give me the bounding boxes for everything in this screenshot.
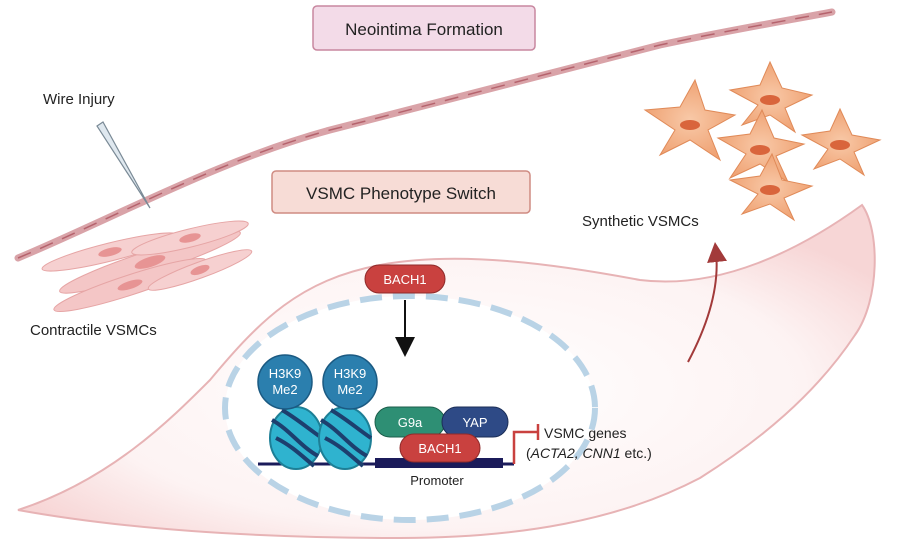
histone-mark-2-line2: Me2 <box>337 382 362 397</box>
bach1-top-label: BACH1 <box>383 272 426 287</box>
synthetic-vsmcs-label: Synthetic VSMCs <box>582 213 699 230</box>
yap-pill: YAP <box>441 406 509 438</box>
wire-needle-icon <box>96 121 151 209</box>
yap-label: YAP <box>462 415 487 430</box>
vsmc-genes-label: VSMC genes <box>544 425 626 441</box>
histone-mark-2: H3K9 Me2 <box>322 354 378 410</box>
contractile-vsmcs-label: Contractile VSMCs <box>30 322 157 339</box>
wire-injury-label: Wire Injury <box>43 91 115 108</box>
bach1-complex-pill: BACH1 <box>399 433 481 463</box>
contractile-vsmcs-illustration <box>41 220 253 312</box>
bach1-complex-label: BACH1 <box>418 441 461 456</box>
promoter-label: Promoter <box>410 473 464 488</box>
histone-mark-2-line1: H3K9 <box>334 366 367 381</box>
nucleosome-2 <box>318 406 373 470</box>
g9a-pill: G9a <box>374 406 446 438</box>
neointima-formation-label: Neointima Formation <box>345 20 503 39</box>
histone-mark-1-line1: H3K9 <box>269 366 302 381</box>
vsmc-genes-examples: (ACTA2, CNN1 etc.) <box>526 445 652 461</box>
phenotype-switch-label: VSMC Phenotype Switch <box>306 184 496 203</box>
g9a-label: G9a <box>398 415 423 430</box>
histone-mark-1: H3K9 Me2 <box>257 354 313 410</box>
inhibition-symbol <box>512 424 540 464</box>
vessel-wall <box>14 8 836 262</box>
nucleosome-1 <box>269 406 324 470</box>
neointima-formation-box: Neointima Formation <box>312 5 536 51</box>
histone-mark-1-line2: Me2 <box>272 382 297 397</box>
promoter-region <box>375 458 503 468</box>
phenotype-switch-box: VSMC Phenotype Switch <box>271 170 531 214</box>
phenotype-switch-arrow <box>687 242 727 363</box>
bach1-top-pill: BACH1 <box>364 264 446 294</box>
synthetic-vsmcs-illustration <box>643 60 882 222</box>
